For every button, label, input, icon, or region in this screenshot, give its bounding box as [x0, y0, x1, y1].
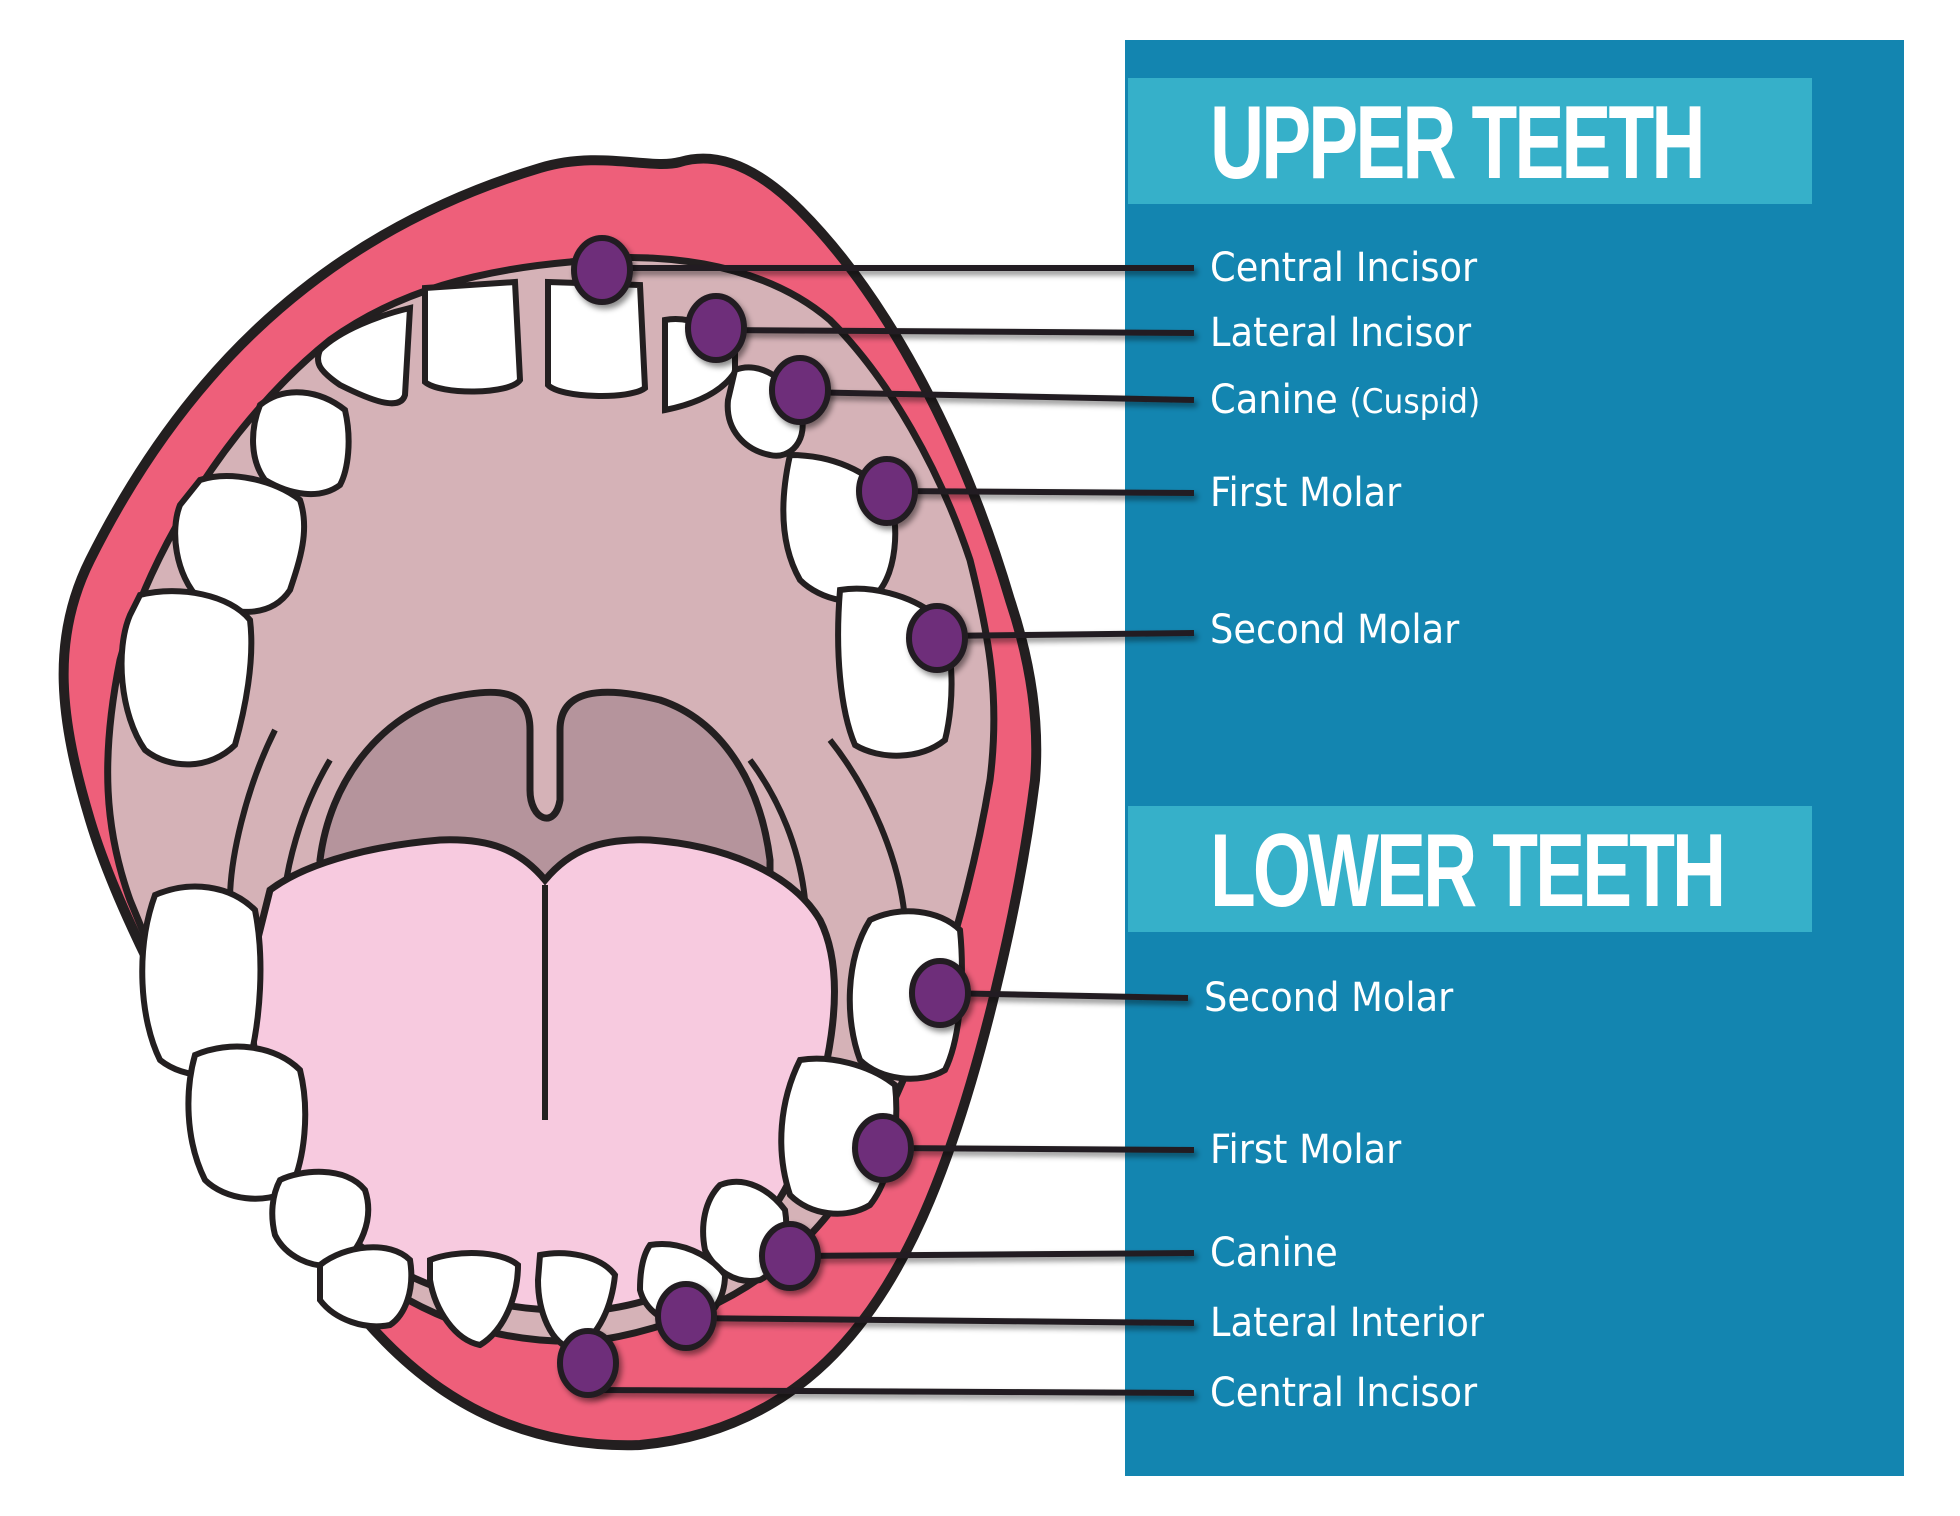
throat	[316, 688, 774, 884]
lower-label-canine: Canine	[1210, 1230, 1338, 1276]
upper-label-canine: Canine (Cuspid)	[1210, 377, 1481, 423]
lower-label-first-molar: First Molar	[1210, 1127, 1402, 1173]
upper-teeth-header: UPPER TEETH	[1128, 78, 1812, 204]
lower-label-second-molar: Second Molar	[1204, 975, 1454, 1021]
upper-label-lateral-incisor: Lateral Incisor	[1210, 310, 1472, 356]
tooth-markers	[557, 235, 971, 1398]
upper-label-canine-sub: (Cuspid)	[1349, 382, 1481, 422]
upper-teeth-title: UPPER TEETH	[1210, 85, 1705, 201]
marker-lower-first-molar	[852, 1113, 914, 1183]
marker-upper-first-molar	[856, 456, 918, 526]
upper-label-second-molar: Second Molar	[1210, 607, 1460, 653]
leader-lines	[587, 265, 1195, 1396]
lower-teeth-title: LOWER TEETH	[1210, 813, 1726, 929]
lower-label-central-incisor: Central Incisor	[1210, 1370, 1478, 1416]
marker-upper-canine	[769, 355, 831, 425]
upper-label-first-molar: First Molar	[1210, 470, 1402, 516]
marker-upper-lateral-incisor	[685, 293, 747, 363]
marker-lower-lateral-interior	[655, 1281, 717, 1351]
legend-panel	[1125, 40, 1904, 1476]
upper-label-central-incisor: Central Incisor	[1210, 245, 1478, 291]
marker-upper-central-incisor	[571, 235, 633, 305]
lower-label-lateral-interior: Lateral Interior	[1210, 1300, 1484, 1346]
lower-teeth-header: LOWER TEETH	[1128, 806, 1812, 932]
marker-upper-second-molar	[906, 603, 968, 673]
marker-lower-canine	[759, 1221, 821, 1291]
marker-lower-second-molar	[909, 958, 971, 1028]
marker-lower-central-incisor	[557, 1328, 619, 1398]
